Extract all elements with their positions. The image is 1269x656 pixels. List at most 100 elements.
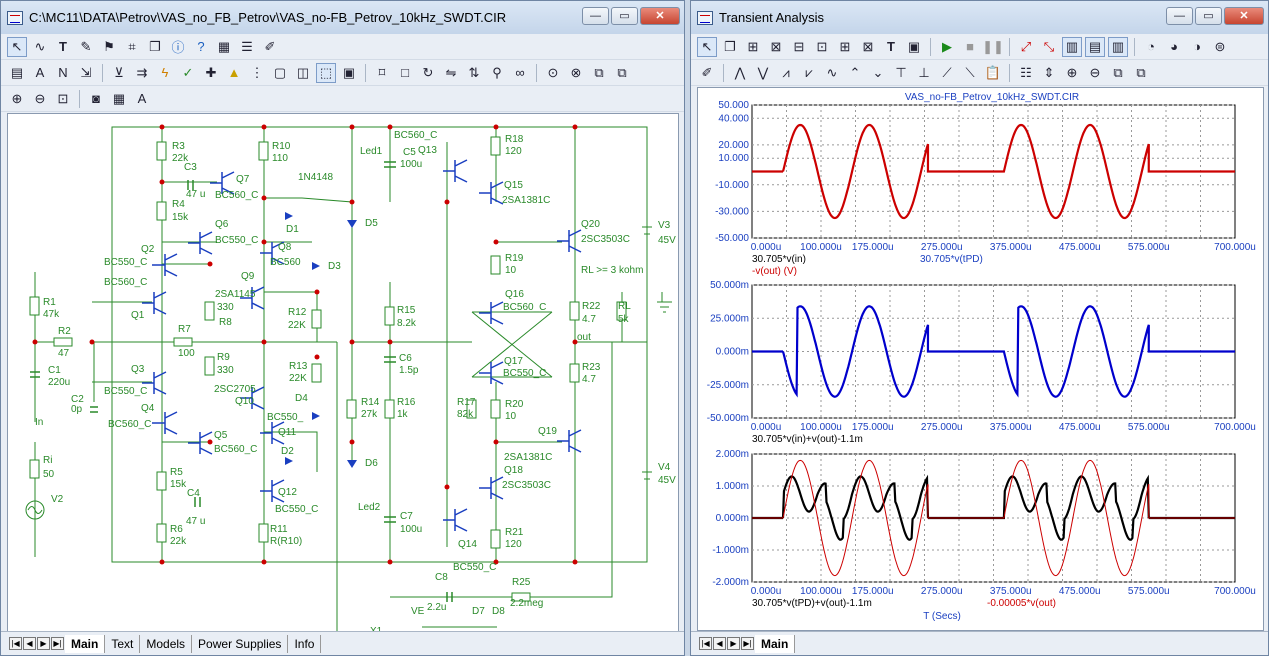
tab-main[interactable]: Main [65,634,106,653]
scale4-icon[interactable]: ⊡ [816,38,828,54]
layout3-icon[interactable]: ▥ [1108,36,1128,57]
scope2-icon[interactable]: ◕ [1170,39,1178,54]
minimize-button[interactable]: — [582,7,609,25]
nav-prev-button[interactable]: ◀ [713,637,726,650]
scale-icon[interactable]: ⊞ [747,38,759,54]
box-icon[interactable]: ⌑ [378,64,386,80]
layout2-icon[interactable]: ▤ [1085,36,1105,57]
window2-icon[interactable]: ⧉ [617,64,627,80]
schematic-titlebar[interactable]: C:\MC11\DATA\Petrov\VAS_no_FB_Petrov\VAS… [1,1,684,34]
stop-icon[interactable]: ■ [966,39,974,54]
properties-icon[interactable]: ▣ [342,64,356,80]
global-low-icon[interactable]: ⌄ [872,64,884,80]
close-button[interactable]: ✕ [1224,7,1264,25]
cursor2-icon[interactable]: ⤡ [1043,38,1055,54]
pen-tool-icon[interactable]: ✎ [80,38,92,54]
window1-icon[interactable]: ⧉ [1113,64,1123,80]
mirror-icon[interactable]: ⇅ [468,64,480,80]
down-circle-icon[interactable]: ⊙ [547,64,559,80]
warning-icon[interactable]: ▲ [227,65,241,80]
tab-power-supplies[interactable]: Power Supplies [192,634,289,653]
tab-info[interactable]: Info [288,634,322,653]
tab-main[interactable]: Main [755,634,796,653]
node-voltage-icon[interactable]: N [58,65,68,80]
grid-icon[interactable]: ▦ [217,38,231,54]
top-icon[interactable]: ⊤ [895,64,907,80]
move-icon[interactable]: ⇲ [80,64,92,80]
minimize-button[interactable]: — [1166,7,1193,25]
binoculars-icon[interactable]: ∞ [515,65,525,80]
cross-icon[interactable]: ✚ [205,64,217,80]
page-icon[interactable]: ▢ [273,64,287,80]
bus-tool-icon[interactable]: ⌗ [128,38,136,54]
bottom-icon[interactable]: ⊥ [918,64,930,80]
layout-icon[interactable]: ▦ [112,90,126,106]
window1-icon[interactable]: ⧉ [594,64,604,80]
scale5-icon[interactable]: ⊞ [839,38,851,54]
inflect-icon[interactable]: ∿ [826,64,838,80]
node-numbers-icon[interactable]: ▤ [10,64,24,80]
clipboard-icon[interactable]: 📋 [984,64,1002,80]
info-icon[interactable]: ⓘ [171,40,185,55]
page2-icon[interactable]: ◫ [296,64,310,80]
run-icon[interactable]: ▶ [942,38,952,54]
zoom-in-icon[interactable]: ⊕ [11,90,23,106]
scope4-icon[interactable]: ⊜ [1214,38,1226,54]
find-icon[interactable]: ⚲ [492,64,502,80]
attr-text-icon[interactable]: A [35,65,45,80]
select-tool-icon[interactable]: ↖ [697,36,717,57]
zoom-in-icon[interactable]: ⊕ [1066,64,1078,80]
tab-models[interactable]: Models [140,634,193,653]
nav-first-button[interactable]: |◀ [699,637,712,650]
edit-icon[interactable]: ✐ [264,38,276,54]
maximize-button[interactable]: ▭ [1195,7,1222,25]
valley-icon[interactable]: ⋁ [757,64,769,80]
nav-next-button[interactable]: ▶ [727,637,740,650]
zoom-out-icon[interactable]: ⊖ [1089,64,1101,80]
fit-icon[interactable]: ⇕ [1043,64,1055,80]
close-button[interactable]: ✕ [640,7,680,25]
text-tool-icon[interactable]: T [59,39,67,54]
pause-icon[interactable]: ❚❚ [982,38,1004,54]
zoom-fit-icon[interactable]: ⊡ [57,90,69,106]
nav-last-button[interactable]: ▶| [51,637,64,650]
wire-tool-icon[interactable]: ∿ [34,38,46,54]
nav-last-button[interactable]: ▶| [741,637,754,650]
props-icon[interactable]: ▣ [907,38,921,54]
edit-plot-icon[interactable]: ✐ [701,64,713,80]
slope2-icon[interactable]: ⟍ [965,64,975,80]
nav-next-button[interactable]: ▶ [37,637,50,650]
scope3-icon[interactable]: ◑ [1193,39,1201,54]
nav-prev-button[interactable]: ◀ [23,637,36,650]
scale2-icon[interactable]: ⊠ [770,38,782,54]
copy-icon[interactable]: ❐ [724,38,736,54]
nav-first-button[interactable]: |◀ [9,637,22,650]
text-icon[interactable]: T [887,39,895,54]
scale3-icon[interactable]: ⊟ [793,38,805,54]
rotate-icon[interactable]: ↻ [422,64,434,80]
low-icon[interactable]: ⩗ [805,64,813,80]
high-icon[interactable]: ⩘ [782,64,790,80]
select-tool-icon[interactable]: ↖ [7,36,27,57]
flag-tool-icon[interactable]: ⚑ [103,38,115,54]
flow-icon[interactable]: ⇉ [136,64,148,80]
maximize-button[interactable]: ▭ [611,7,638,25]
zoom-out-icon[interactable]: ⊖ [34,90,46,106]
select-region-icon[interactable]: ⬚ [316,62,336,83]
help-icon[interactable]: ? [197,39,205,54]
flip-icon[interactable]: ⇋ [445,64,457,80]
stop-circle-icon[interactable]: ⊗ [570,64,582,80]
tab-text[interactable]: Text [105,634,141,653]
global-high-icon[interactable]: ⌃ [849,64,861,80]
list-icon[interactable]: ☰ [241,38,253,54]
scale6-icon[interactable]: ⊠ [862,38,874,54]
scope1-icon[interactable]: ◔ [1147,39,1155,54]
layout1-icon[interactable]: ▥ [1062,36,1082,57]
table-icon[interactable]: ☷ [1020,64,1032,80]
rect-icon[interactable]: □ [401,65,409,80]
font-icon[interactable]: A [137,91,147,106]
copy-icon[interactable]: ❐ [149,38,161,54]
cursor1-icon[interactable]: ⤢ [1020,38,1032,54]
pin-icon[interactable]: ⊻ [114,64,124,80]
